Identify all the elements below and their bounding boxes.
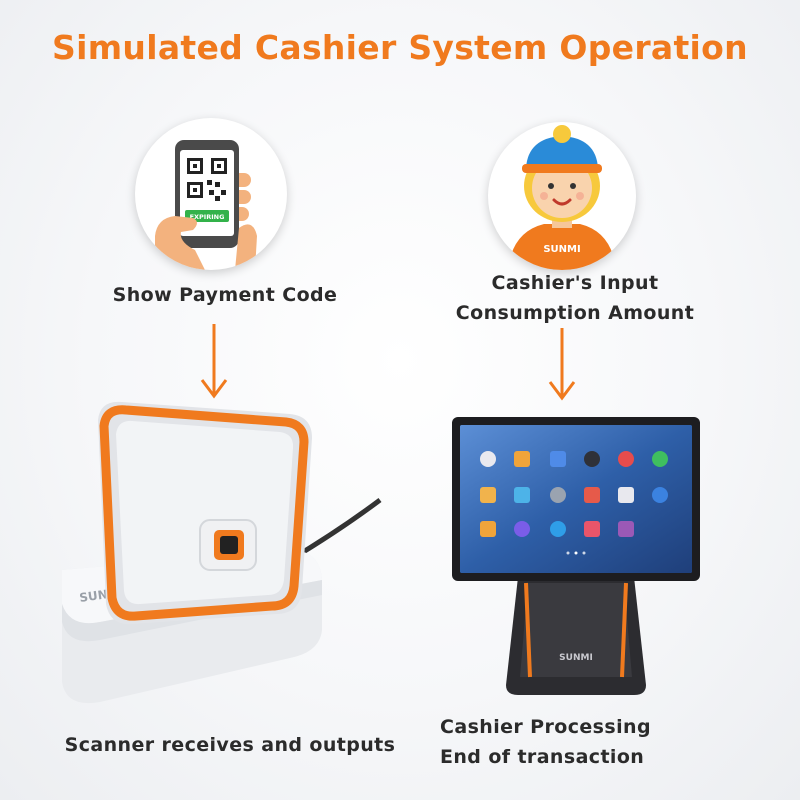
terminal-logo: SUNMI bbox=[559, 653, 593, 663]
cashier-input-caption: Cashier's Input Consumption Amount bbox=[420, 268, 730, 328]
cashier-illustration: SUNMI bbox=[488, 122, 636, 270]
show-payment-label: Show Payment Code bbox=[112, 284, 338, 306]
terminal-caption: Cashier Processing End of transaction bbox=[440, 712, 740, 772]
phone-pay-button: EXPIRING bbox=[190, 213, 225, 221]
terminal-line1: Cashier Processing bbox=[440, 716, 651, 738]
scanner-device-icon: SUNMI bbox=[62, 401, 382, 704]
scanner-label: Scanner receives and outputs bbox=[64, 734, 396, 756]
qr-code-icon bbox=[187, 158, 227, 201]
arrow-down-icon bbox=[200, 324, 228, 399]
cashier-avatar-icon: SUNMI bbox=[508, 125, 616, 270]
terminal-line2: End of transaction bbox=[440, 746, 645, 768]
cashier-input-line2: Consumption Amount bbox=[455, 302, 695, 324]
app-icon-grid bbox=[480, 451, 668, 555]
shirt-logo: SUNMI bbox=[543, 244, 580, 255]
cashier-input-line1: Cashier's Input bbox=[491, 272, 659, 294]
page-title: Simulated Cashier System Operation bbox=[52, 28, 748, 67]
payment-code-illustration: EXPIRING bbox=[135, 118, 287, 270]
hand-phone-icon: EXPIRING bbox=[155, 140, 257, 270]
pos-terminal-icon: SUNMI bbox=[452, 417, 700, 695]
arrow-down-icon bbox=[548, 328, 576, 401]
